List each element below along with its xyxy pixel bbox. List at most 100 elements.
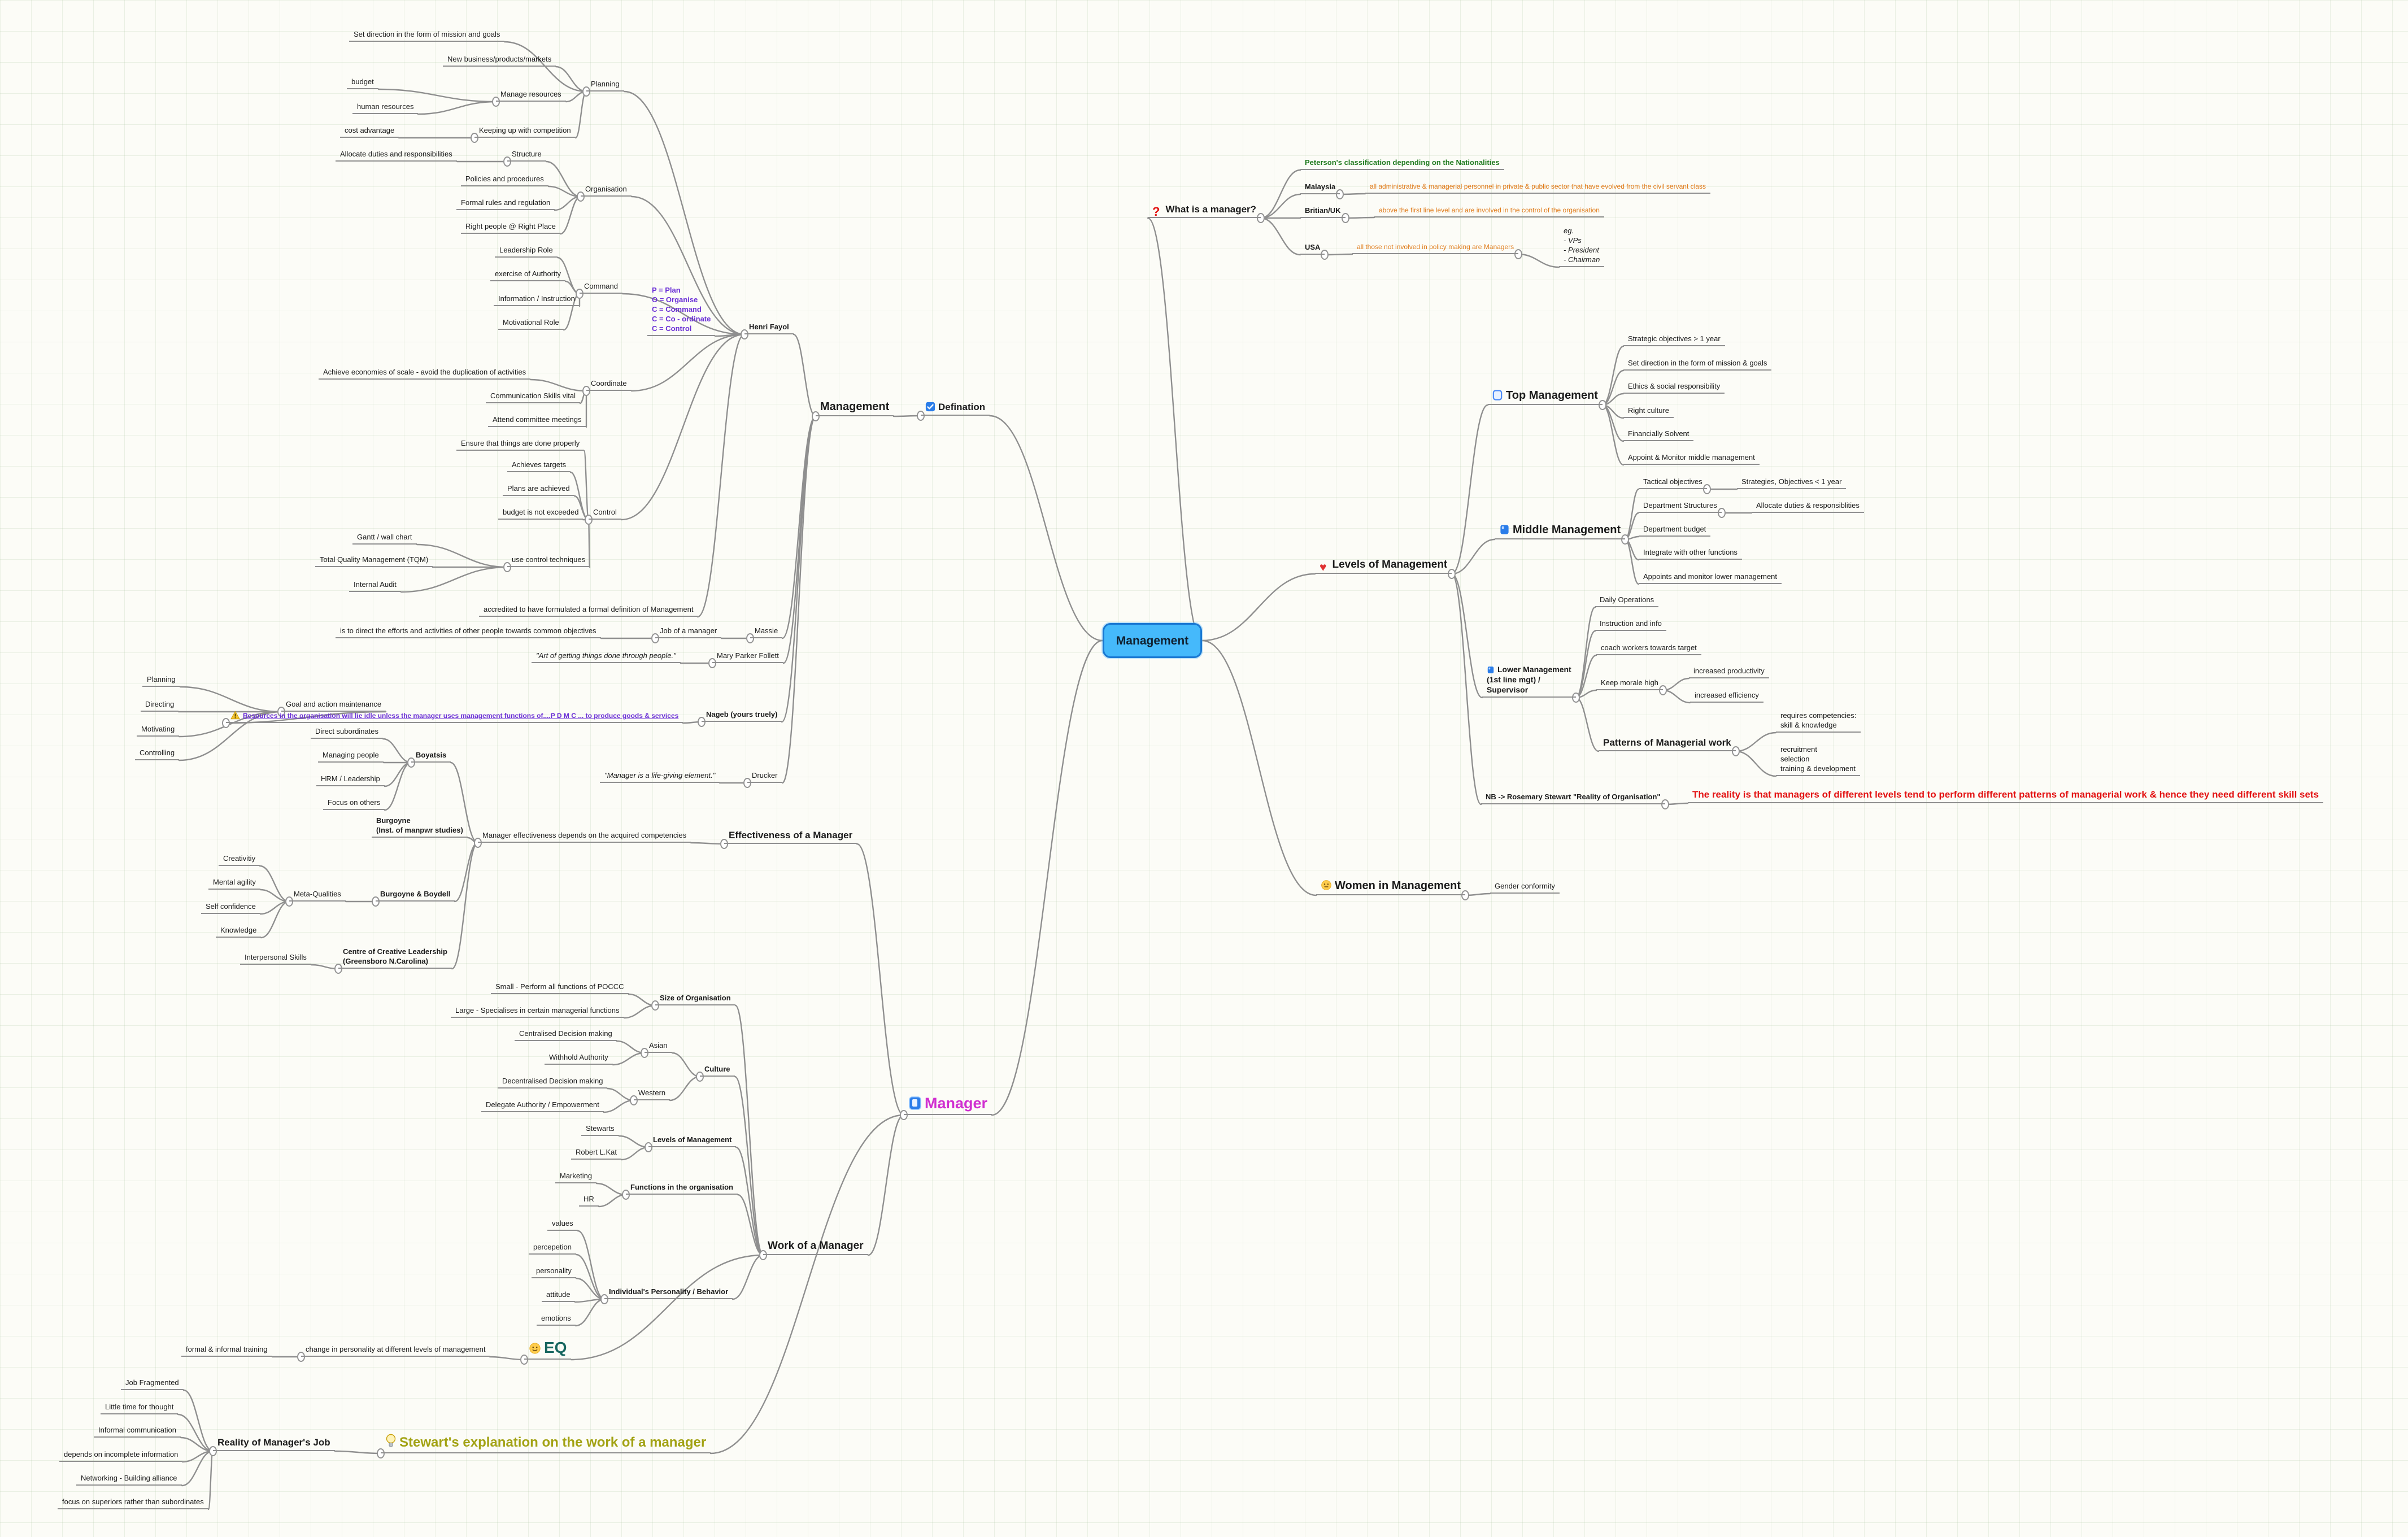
node-interpersonal[interactable]: Interpersonal Skills — [240, 952, 311, 965]
node-allocdut[interactable]: Allocate duties and responsibilities — [336, 149, 457, 162]
node-finsolvent[interactable]: Financially Solvent — [1623, 429, 1694, 441]
node-realityjob[interactable]: Reality of Manager's Job — [213, 1436, 335, 1451]
node-newbiz[interactable]: New business/products/markets — [443, 54, 556, 67]
node-malaysia[interactable]: Malaysia — [1300, 182, 1340, 194]
node-usa_desc[interactable]: all those not involved in policy making … — [1352, 242, 1519, 254]
node-appoints[interactable]: Appoints and monitor lower management — [1639, 572, 1782, 584]
node-rightpeople[interactable]: Right people @ Right Place — [461, 221, 560, 234]
node-budgetnotexc[interactable]: budget is not exceeded — [498, 507, 584, 520]
node-gantt[interactable]: Gantt / wall chart — [352, 532, 417, 545]
node-strategic[interactable]: Strategic objectives > 1 year — [1623, 334, 1725, 346]
node-artof[interactable]: "Art of getting things done through peop… — [532, 651, 681, 663]
node-values[interactable]: values — [547, 1218, 578, 1231]
node-istodirect[interactable]: is to direct the efforts and activities … — [336, 626, 601, 638]
node-hr[interactable]: HR — [579, 1194, 599, 1207]
node-metaq[interactable]: Meta-Qualities — [289, 889, 346, 902]
node-stewartsexp[interactable]: Stewart's explanation on the work of a m… — [381, 1434, 711, 1453]
node-dependsinc[interactable]: depends on incomplete information — [59, 1449, 183, 1462]
node-manager[interactable]: Manager — [904, 1095, 992, 1115]
node-massie[interactable]: Massie — [750, 626, 783, 638]
node-deptstruct[interactable]: Department Structures — [1639, 500, 1722, 513]
node-usectrltech[interactable]: use control techniques — [507, 555, 590, 567]
node-goalaction[interactable]: Goal and action maintenance — [281, 699, 386, 712]
node-follett[interactable]: Mary Parker Follett — [712, 651, 783, 663]
node-directing[interactable]: Directing — [141, 699, 179, 712]
node-strategies1[interactable]: Strategies, Objectives < 1 year — [1737, 477, 1847, 489]
node-morale[interactable]: Keep morale high — [1596, 678, 1663, 690]
node-daily[interactable]: Daily Operations — [1595, 595, 1659, 607]
node-individp[interactable]: Individual's Personality / Behavior — [604, 1287, 733, 1299]
node-organisation[interactable]: Organisation — [581, 184, 632, 197]
node-costadv[interactable]: cost advantage — [340, 125, 399, 138]
node-focusothers[interactable]: Focus on others — [323, 798, 385, 810]
node-whatis[interactable]: ?What is a manager? — [1148, 203, 1261, 218]
node-ccl[interactable]: Centre of Creative Leadership (Greensbor… — [338, 947, 452, 969]
node-large[interactable]: Large - Specialises in certain manageria… — [451, 1005, 624, 1018]
node-selfconf[interactable]: Self confidence — [201, 902, 260, 914]
node-decentralised[interactable]: Decentralised Decision making — [498, 1076, 608, 1088]
node-infoinstr[interactable]: Information / Instruction — [494, 294, 580, 306]
node-control[interactable]: Control — [589, 507, 621, 520]
node-culture[interactable]: Culture — [700, 1064, 735, 1077]
node-functions[interactable]: Functions in the organisation — [626, 1182, 738, 1195]
node-fayol[interactable]: Henri Fayol — [744, 322, 794, 334]
node-knowledge[interactable]: Knowledge — [216, 925, 262, 938]
node-recruitment[interactable]: recruitment selection training & develop… — [1776, 744, 1860, 776]
node-deptbudget[interactable]: Department budget — [1639, 524, 1711, 537]
node-controlling[interactable]: Controlling — [135, 748, 180, 760]
node-levelsmgmt2[interactable]: Levels of Management — [648, 1135, 737, 1147]
node-commskills[interactable]: Communication Skills vital — [486, 391, 580, 403]
node-drucker[interactable]: Drucker — [747, 770, 782, 783]
node-levels[interactable]: ♥Levels of Management — [1315, 558, 1452, 574]
node-keepup[interactable]: Keeping up with competition — [474, 125, 576, 138]
node-effectiveness[interactable]: Effectiveness of a Manager — [724, 829, 857, 844]
node-middlem[interactable]: Middle Management — [1495, 523, 1626, 539]
node-boyatsis[interactable]: Boyatsis — [411, 750, 451, 763]
node-internalaudit[interactable]: Internal Audit — [349, 580, 401, 592]
node-managingppl[interactable]: Managing people — [318, 750, 384, 763]
node-coach[interactable]: coach workers towards target — [1596, 643, 1701, 655]
node-mentalagility[interactable]: Mental agility — [208, 877, 260, 890]
node-stewarts[interactable]: Stewarts — [581, 1124, 619, 1136]
node-center[interactable]: Management — [1103, 623, 1202, 658]
node-western[interactable]: Western — [634, 1088, 670, 1100]
node-jobofmanager[interactable]: Job of a manager — [655, 626, 722, 638]
node-command[interactable]: Command — [580, 281, 622, 294]
node-women[interactable]: Women in Management — [1316, 879, 1465, 895]
node-policies[interactable]: Policies and procedures — [461, 174, 548, 186]
node-attendcomm[interactable]: Attend committee meetings — [488, 415, 586, 427]
node-appointmid[interactable]: Appoint & Monitor middle management — [1623, 452, 1760, 465]
node-leadrole[interactable]: Leadership Role — [495, 245, 558, 258]
node-creativitiy[interactable]: Creativitiy — [219, 854, 260, 866]
node-lowerm[interactable]: Lower Management (1st line mgt) / Superv… — [1482, 664, 1576, 698]
node-humanres[interactable]: human resources — [352, 102, 419, 114]
node-plansachieved[interactable]: Plans are achieved — [503, 484, 574, 496]
node-directsub[interactable]: Direct subordinates — [311, 726, 383, 739]
node-managementL[interactable]: Management — [816, 400, 894, 416]
node-patterns[interactable]: Patterns of Managerial work — [1599, 737, 1736, 751]
node-manageres[interactable]: Manage resources — [496, 89, 566, 102]
node-instruction[interactable]: Instruction and info — [1595, 619, 1666, 631]
node-genderconf[interactable]: Gender conformity — [1490, 881, 1560, 894]
node-petersons[interactable]: Peterson's classification depending on t… — [1300, 158, 1504, 170]
node-exauth[interactable]: exercise of Authority — [490, 269, 566, 281]
node-setdir[interactable]: Set direction in the form of mission and… — [349, 29, 505, 42]
node-nageb[interactable]: Nageb (yours truely) — [702, 709, 782, 722]
node-inceff[interactable]: increased efficiency — [1690, 690, 1763, 703]
node-planning[interactable]: Planning — [586, 79, 624, 92]
node-motivrole[interactable]: Motivational Role — [498, 317, 564, 330]
node-littletime[interactable]: Little time for thought — [101, 1402, 178, 1414]
node-uk_desc[interactable]: above the first line level and are invol… — [1374, 206, 1604, 217]
node-networking[interactable]: Networking - Building alliance — [76, 1473, 182, 1486]
node-workofm[interactable]: Work of a Manager — [763, 1239, 868, 1255]
node-planning2[interactable]: Planning — [142, 674, 180, 687]
node-coordinate[interactable]: Coordinate — [586, 378, 632, 391]
node-tactical[interactable]: Tactical objectives — [1639, 477, 1707, 489]
node-jobfrag[interactable]: Job Fragmented — [121, 1378, 184, 1390]
node-mal_desc[interactable]: all administrative & managerial personne… — [1365, 182, 1710, 194]
node-eq[interactable]: EQ — [524, 1339, 572, 1360]
node-setdir2[interactable]: Set direction in the form of mission & g… — [1623, 358, 1772, 371]
node-tqm[interactable]: Total Quality Management (TQM) — [315, 555, 433, 567]
node-usa[interactable]: USA — [1300, 242, 1325, 255]
node-asian[interactable]: Asian — [645, 1040, 672, 1053]
